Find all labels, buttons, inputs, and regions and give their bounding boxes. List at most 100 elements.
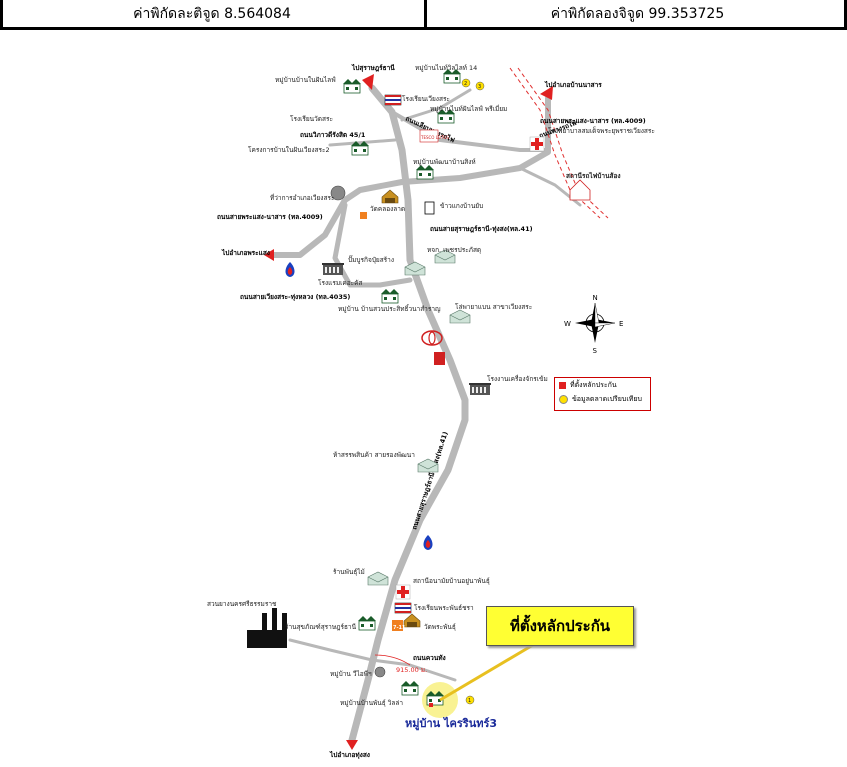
road-label-4035: ถนนสายเวียงสระ-ทุ่งหลวง (ทล.4035) — [240, 293, 350, 301]
place-moo-ban-14: หมู่บ้านไนท์วิลไลท์ 14 — [415, 64, 477, 72]
header-left-border — [0, 0, 3, 30]
place-moo-ban-vill: หมู่บ้านบ้านพันธุ์ วิลล่า — [340, 699, 403, 707]
road-label-khuan-thang: ถนนควนทัง — [413, 654, 446, 662]
longitude-text: ค่าพิกัดลองจิจูด 99.353725 — [550, 6, 725, 22]
collateral-callout: ที่ตั้งหลักประกัน — [486, 606, 634, 646]
road-label-soi45: ถนนวิภาวดีรังสิต 45/1 — [300, 131, 366, 139]
place-shop-rub: ร้านสุขภัณฑ์สุราษฎร์ธานี — [285, 623, 357, 631]
compass-e: E — [619, 320, 623, 328]
house-icon — [342, 78, 362, 94]
temple-icon — [381, 189, 399, 204]
building-icon — [322, 263, 344, 275]
place-rubber: สวนยางนครศรีธรรมราช — [207, 600, 277, 608]
seven-eleven-label: 7-11 — [393, 625, 406, 631]
dest-thung-song: ไปอำเภอทุ่งสง — [329, 750, 370, 759]
place-moo-ban-pl: หมู่บ้านพัฒนาบ้านสิงห์ — [413, 158, 476, 166]
road-label-41: ถนนสายสุราษฎร์ธานี-ทุ่งสง(ทล.41) — [430, 225, 533, 233]
place-district-office: ที่ว่าการอำเภอเวียงสระ — [270, 193, 334, 202]
road-lower-west — [288, 638, 374, 662]
place-moo-ban-1: หมู่บ้านบ้านในฝันไลฟ์ — [275, 76, 336, 84]
place-shop-wiang: โล่พายาแบน สาขาเวียงสระ — [455, 303, 532, 311]
comparable-marker-1: 1 — [468, 698, 471, 704]
dest-surat: ไปสุราษฎร์ธานี — [351, 63, 395, 72]
place-health: สถานีอนามัยบ้านอยู่นาพันธุ์ — [413, 577, 490, 585]
distance-label: 915.00 ม. — [396, 666, 427, 674]
place-hotel: โรงแรมเคอะคัส — [318, 279, 362, 287]
legend-collateral-label: ที่ตั้งหลักประกัน — [570, 380, 617, 389]
railway — [509, 67, 609, 219]
road-4035 — [332, 202, 413, 288]
road-4009-west — [267, 179, 405, 258]
ptt-icon — [423, 535, 433, 550]
comparable-marker — [475, 81, 485, 91]
road-label-4009-west: ถนนสายพระแสง-นาสาร (ทล.4009) — [217, 213, 323, 221]
place-ptt-shop: หจก. เพชรประภัสดุ — [427, 246, 481, 254]
place-moo-ban-vip: หมู่บ้าน วีไอพีฯ — [330, 670, 372, 678]
house-icon — [415, 164, 435, 180]
tesco-icon — [419, 129, 439, 143]
isuzu-icon — [434, 352, 445, 365]
hospital-icon — [395, 584, 411, 600]
road-41-main — [348, 84, 469, 744]
comparable-marker-2: 2 — [464, 81, 467, 87]
station-icon — [569, 179, 591, 201]
dest-phrasaeng: ไปอำเภอพระแสง — [221, 248, 270, 257]
arrow-phrasaeng — [264, 249, 274, 261]
building-icon — [469, 383, 491, 395]
latitude-text: ค่าพิกัดละติจูด 8.564084 — [133, 6, 291, 22]
compass-n: N — [593, 294, 598, 302]
arrow-na-san — [540, 86, 553, 100]
compass-s: S — [593, 347, 598, 355]
comparable-marker-3: 3 — [478, 84, 481, 90]
collateral-marker — [429, 703, 433, 707]
factory-icon — [247, 608, 287, 648]
place-school-3: โรงเรียนพระพันธ์ชรา — [414, 604, 474, 612]
callout-pointer — [439, 640, 539, 702]
place-station: สถานีรถไฟบ้านส้อง — [566, 171, 621, 180]
gas-station-icon — [374, 666, 386, 678]
restaurant-icon — [424, 201, 435, 215]
shop-icon — [449, 309, 471, 324]
coordinate-header: ค่าพิกัดละติจูด 8.564084 ค่าพิกัดลองจิจู… — [0, 0, 847, 30]
district-office-icon — [330, 185, 346, 201]
compass-rose: N S E W — [564, 294, 623, 355]
place-village-4035: หมู่บ้าน บ้านสวนประสิทธิ์วนาสำราญ — [338, 304, 441, 313]
place-building-sa: ปั๊มบูรกิจปุ๋ยสร้าง — [348, 255, 394, 264]
seven-eleven-icon — [360, 212, 367, 219]
place-moo-ban-dream: หมู่บ้านไนท์ฝันไลฟ์ พรีเมี่ยม — [430, 104, 507, 113]
toyota-icon — [421, 330, 443, 346]
place-housing-2: โครงการบ้านในฝันเวียงสระ2 — [248, 146, 330, 154]
header-divider — [424, 0, 427, 30]
school-icon — [394, 602, 412, 614]
arrow-surat — [362, 74, 374, 90]
distance-arrow — [374, 654, 411, 666]
place-wat-3: วัดพระพันธุ์ — [424, 623, 456, 631]
place-school-2: โรงเรียนวัดสระ — [290, 115, 333, 123]
legend-circle-icon — [559, 394, 568, 404]
road-khlong — [400, 88, 472, 122]
house-icon — [400, 680, 420, 696]
place-school-wiang: โรงเรียนเวียงสระ — [402, 95, 450, 103]
dest-na-san: ไปอำเภอบ้านนาสาร — [544, 80, 602, 89]
school-icon — [384, 94, 402, 106]
place-shop-big: ห้าสรรพสินค้า สายรองพัฒนา — [333, 451, 415, 459]
place-rice-shop: ข้าวแกงบ้านยับ — [440, 202, 483, 210]
comparable-marker — [465, 695, 475, 705]
legend-comparable-label: ข้อมูลตลาดเปรียบเทียบ — [572, 394, 642, 403]
direction-arrows — [264, 74, 553, 750]
comparable-marker — [461, 78, 471, 88]
legend-collateral: ที่ตั้งหลักประกัน — [555, 378, 650, 392]
arrow-thung-song — [346, 740, 358, 750]
place-target: หมู่บ้าน ไครรินทร์3 — [405, 716, 497, 731]
hospital-icon — [529, 136, 545, 152]
house-icon — [357, 615, 377, 631]
shop-icon — [367, 571, 389, 586]
legend-square-icon — [559, 381, 566, 389]
compass-w: W — [564, 320, 571, 328]
seven-eleven-icon — [392, 620, 403, 631]
place-hospital: โรงพยาบาลสมเด็จพระยุพราชเวียงสระ — [548, 126, 655, 135]
house-icon — [380, 288, 400, 304]
tesco-label: TESCO LOTUS — [420, 135, 449, 140]
header-right-border — [844, 0, 847, 30]
temple-icon — [403, 613, 421, 628]
